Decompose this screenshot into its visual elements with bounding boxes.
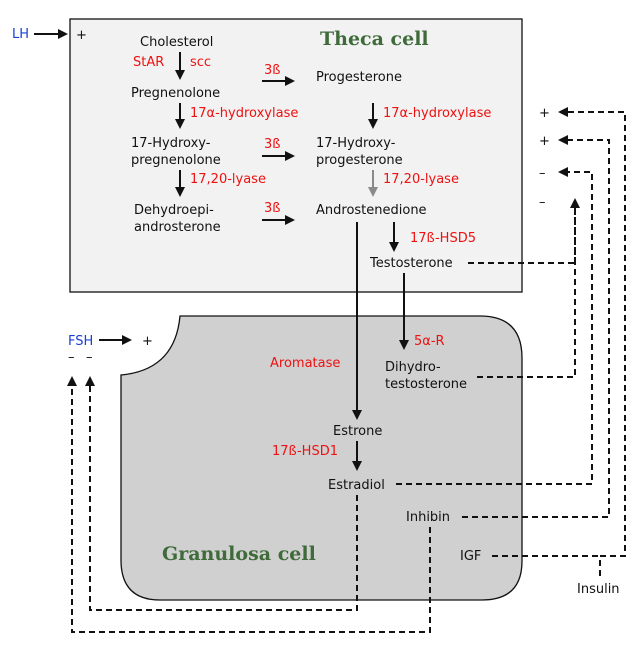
- feedback-sign-plus-2: +: [539, 134, 550, 149]
- 17oh-pregnenolone-label-line2: pregnenolone: [131, 153, 221, 168]
- 17oh-progesterone-label-line1: 17-Hydroxy-: [316, 136, 396, 151]
- hydroxylase-left-label: 17α-hydroxylase: [190, 106, 298, 121]
- lh-label: LH: [12, 27, 29, 42]
- feedback-sign-minus-1: –: [539, 166, 546, 181]
- 5a-reductase-label: 5α-R: [414, 334, 445, 349]
- inhibin-to-fsh-feedback-line: [67, 376, 431, 633]
- progesterone-label: Progesterone: [316, 70, 402, 85]
- granulosa-cell-box: [120, 315, 523, 601]
- estradiol-feedback-line: [396, 167, 593, 485]
- hsd5-enzyme-label: 17ß-HSD5: [410, 231, 476, 246]
- 17oh-pregnenolone-label-line1: 17-Hydroxy-: [131, 136, 211, 151]
- aromatase-enzyme-label: Aromatase: [270, 356, 340, 371]
- fsh-stimulate-sign: +: [142, 334, 153, 349]
- granulosa-cell-title: Granulosa cell: [162, 543, 316, 565]
- theca-cell-title: Theca cell: [320, 28, 429, 50]
- lyase-left-label: 17,20-lyase: [190, 172, 266, 187]
- hsd3-enzyme-label-3: 3ß: [264, 201, 280, 216]
- feedback-sign-plus-1: +: [539, 106, 550, 121]
- inhibin-label: Inhibin: [406, 510, 450, 525]
- hydroxylase-right-label: 17α-hydroxylase: [383, 106, 491, 121]
- theca-cell-box: [69, 18, 523, 293]
- fsh-inhibit-sign-2: –: [86, 350, 93, 365]
- lyase-right-label: 17,20-lyase: [383, 172, 459, 187]
- scc-enzyme-label: scc: [190, 55, 211, 70]
- insulin-label: Insulin: [577, 582, 620, 597]
- estradiol-label: Estradiol: [328, 478, 385, 493]
- igf-label: IGF: [460, 549, 481, 564]
- dhea-label-line2: androsterone: [134, 220, 221, 235]
- 17oh-progesterone-label-line2: progesterone: [316, 153, 403, 168]
- cholesterol-label: Cholesterol: [140, 35, 213, 50]
- fsh-inhibit-sign-1: –: [68, 350, 75, 365]
- hsd3-enzyme-label-2: 3ß: [264, 137, 280, 152]
- star-enzyme-label: StAR: [133, 55, 164, 70]
- androstenedione-label: Androstenedione: [316, 203, 427, 218]
- feedback-sign-minus-2: –: [539, 195, 546, 210]
- inhibin-feedback-line: [462, 135, 610, 518]
- dhea-label-line1: Dehydroepi-: [134, 203, 214, 218]
- lh-stimulate-sign: +: [76, 28, 87, 43]
- dht-label-line1: Dihydro-: [385, 360, 441, 375]
- estrone-label: Estrone: [333, 424, 382, 439]
- insulin-feedback-line: [558, 107, 626, 576]
- dht-label-line2: testosterone: [385, 377, 467, 392]
- hsd1-enzyme-label: 17ß-HSD1: [272, 444, 338, 459]
- fsh-label: FSH: [68, 334, 93, 349]
- testosterone-label: Testosterone: [369, 256, 453, 271]
- pregnenolone-label: Pregnenolone: [131, 86, 220, 101]
- hsd3-enzyme-label-1: 3ß: [264, 63, 280, 78]
